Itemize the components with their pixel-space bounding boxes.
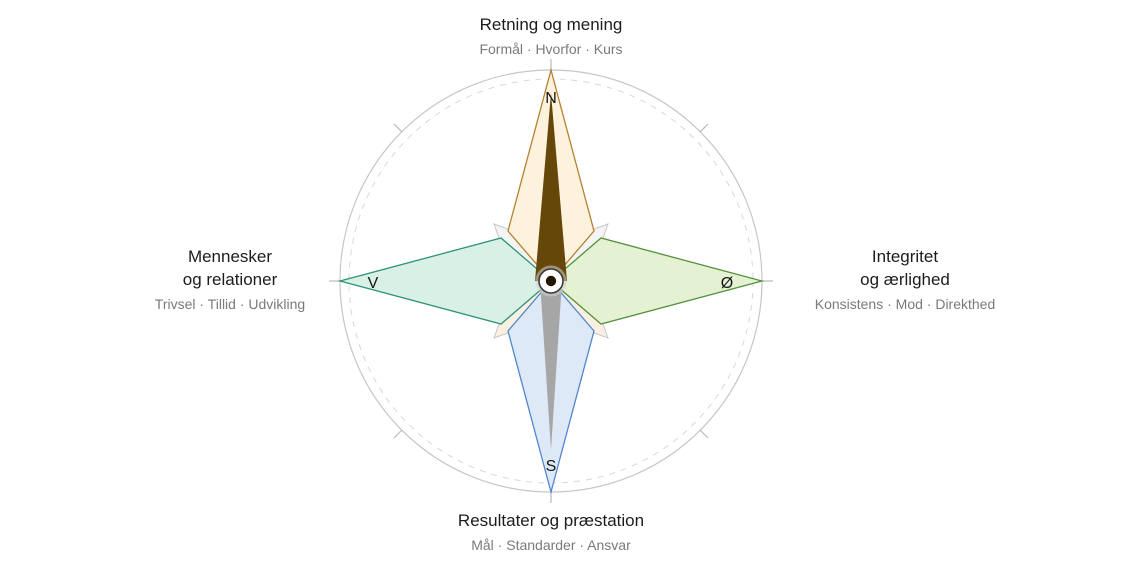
letter-west: V	[368, 275, 379, 292]
letter-north: N	[545, 90, 557, 107]
north-title: Retning og mening	[479, 15, 623, 34]
needle-north	[535, 93, 567, 281]
letter-south: S	[546, 458, 557, 475]
tick-northwest	[393, 123, 403, 133]
south-title: Resultater og præstation	[457, 511, 645, 530]
west-subtitle: Trivsel · Tillid · Udvikling	[154, 296, 306, 312]
needle-south	[540, 281, 562, 450]
east-title: Integritet og ærlighed	[860, 247, 950, 289]
hub-halo	[535, 265, 567, 297]
letter-east: Ø	[721, 275, 733, 292]
tick-southeast	[699, 429, 709, 439]
east-label-block: Integritet og ærlighed Konsistens · Mod …	[765, 245, 1045, 313]
compass-letters: N Ø S V	[368, 90, 734, 475]
north-label-block: Retning og mening Formål · Hvorfor · Kur…	[391, 13, 711, 58]
south-label-block: Resultater og præstation Mål · Standarde…	[391, 509, 711, 554]
west-title: Mennesker og relationer	[182, 247, 278, 289]
east-subtitle: Konsistens · Mod · Direkthed	[814, 296, 996, 312]
west-label-block: Mennesker og relationer Trivsel · Tillid…	[90, 245, 370, 313]
tick-southwest	[393, 429, 403, 439]
north-subtitle: Formål · Hvorfor · Kurs	[479, 41, 623, 57]
south-subtitle: Mål · Standarder · Ansvar	[471, 537, 631, 553]
tick-northeast	[699, 123, 709, 133]
hub-dot	[545, 275, 557, 287]
